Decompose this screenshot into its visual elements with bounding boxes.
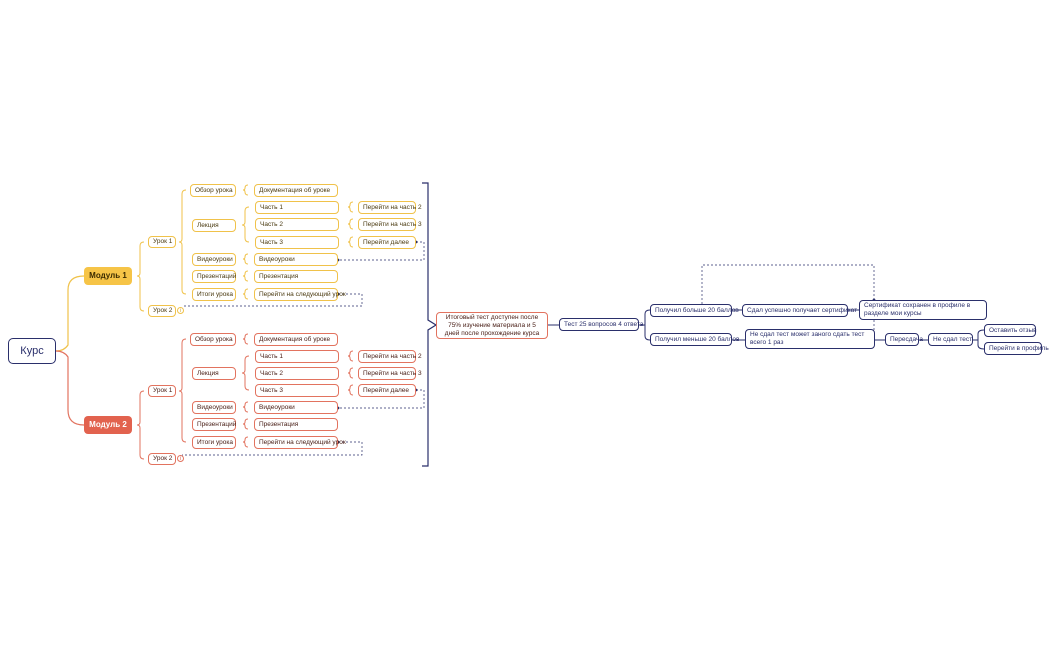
m2-video-item-node[interactable]: Видеоуроки	[254, 401, 338, 414]
failed-to-feedback-line	[973, 329, 985, 341]
failed-test-node[interactable]: Не сдал тест	[928, 333, 973, 346]
m2-part3-node[interactable]: Часть 3	[255, 384, 339, 397]
m1-overview-node[interactable]: Обзор урока	[190, 184, 236, 197]
less-20-node[interactable]: Получил меньше 20 баллов	[650, 333, 739, 346]
m1-part3-node[interactable]: Часть 3	[255, 236, 339, 249]
m1-video-item-node[interactable]: Видеоуроки	[254, 253, 338, 266]
m1-next-link	[338, 241, 425, 261]
retake-node[interactable]: Пересдача	[885, 333, 923, 346]
small-brace	[242, 418, 249, 430]
m2-overview-doc-node[interactable]: Документация об уроке	[254, 333, 338, 346]
small-brace	[347, 218, 354, 230]
m2-part2-node[interactable]: Часть 2	[255, 367, 339, 380]
m2-results-item-node[interactable]: Перейти на следующий урок	[254, 436, 346, 449]
m1-part2-node[interactable]: Часть 2	[255, 218, 339, 231]
format-to-less-line	[639, 324, 651, 341]
m1-presentation-item-node[interactable]: Презентация	[254, 270, 338, 283]
m1-lesson1-node[interactable]: Урок 1	[148, 236, 176, 248]
small-brace	[347, 350, 354, 362]
m2-part-link-3[interactable]: Перейти далее	[358, 384, 416, 397]
m2-presentation-item-node[interactable]: Презентация	[254, 418, 338, 431]
m2-results-node[interactable]: Итоги урока	[192, 436, 236, 449]
module-1-node[interactable]: Модуль 1	[84, 267, 132, 285]
m2-lecture-brace	[241, 355, 250, 391]
m1-next-lesson-link	[182, 293, 363, 307]
m2-part1-node[interactable]: Часть 1	[255, 350, 339, 363]
m1-lesson2-info-icon[interactable]: i	[177, 307, 184, 314]
root-node[interactable]: Курс	[8, 338, 56, 364]
m1-part-link-2[interactable]: Перейти на часть 3	[358, 218, 422, 231]
small-brace	[242, 270, 249, 282]
certificate-loop-link	[701, 264, 875, 304]
m2-lesson2-node[interactable]: Урок 2	[148, 453, 176, 465]
test-format-node[interactable]: Тест 25 вопросов 4 ответа	[559, 318, 643, 331]
m2-video-node[interactable]: Видеоуроки	[192, 401, 236, 414]
m2-presentation-node[interactable]: Презентаций	[192, 418, 236, 431]
leave-feedback-node[interactable]: Оставить отзыв	[984, 324, 1037, 337]
small-brace	[242, 333, 249, 345]
m2-lesson1-brace	[178, 338, 187, 443]
module-2-node[interactable]: Модуль 2	[84, 416, 132, 434]
m2-part-link-2[interactable]: Перейти на часть 3	[358, 367, 422, 380]
small-brace	[347, 367, 354, 379]
passed-certificate-node[interactable]: Сдал успешно получает сертификат	[742, 304, 857, 317]
module1-brace	[136, 241, 145, 312]
small-brace	[347, 384, 354, 396]
m2-overview-node[interactable]: Обзор урока	[190, 333, 236, 346]
m2-lecture-node[interactable]: Лекция	[192, 367, 236, 380]
m2-next-link	[338, 389, 425, 409]
m1-results-item-node[interactable]: Перейти на следующий урок	[254, 288, 346, 301]
m1-lesson2-node[interactable]: Урок 2	[148, 305, 176, 317]
m1-lecture-node[interactable]: Лекция	[192, 219, 236, 232]
m1-presentation-node[interactable]: Презентаций	[192, 270, 236, 283]
m1-part1-node[interactable]: Часть 1	[255, 201, 339, 214]
small-brace	[347, 201, 354, 213]
certificate-saved-node[interactable]: Сертификат сохранен в профиле в разделе …	[859, 300, 987, 320]
m1-video-node[interactable]: Видеоуроки	[192, 253, 236, 266]
m1-overview-doc-node[interactable]: Документация об уроке	[254, 184, 338, 197]
go-to-profile-node[interactable]: Перейти в профиль	[984, 342, 1049, 355]
small-brace	[242, 436, 249, 448]
small-brace	[347, 236, 354, 248]
small-brace	[242, 288, 249, 300]
more-20-node[interactable]: Получил больше 20 баллов	[650, 304, 739, 317]
root-to-module1-line	[55, 275, 85, 352]
small-brace	[242, 401, 249, 413]
m1-results-node[interactable]: Итоги урока	[192, 288, 236, 301]
m2-lesson2-info-icon[interactable]: i	[177, 455, 184, 462]
failed-to-profile-line	[973, 339, 985, 350]
module2-brace	[136, 390, 145, 460]
m1-lesson1-brace	[178, 189, 187, 295]
m1-part-link-1[interactable]: Перейти на часть 2	[358, 201, 422, 214]
final-test-available-node[interactable]: Итоговый тест доступен после 75% изучени…	[436, 312, 548, 339]
m2-next-lesson-link	[182, 441, 363, 456]
format-to-more-line	[639, 309, 651, 326]
m1-part-link-3[interactable]: Перейти далее	[358, 236, 416, 249]
m1-lecture-brace	[241, 206, 250, 243]
m2-lesson1-node[interactable]: Урок 1	[148, 385, 176, 397]
small-brace	[242, 253, 249, 265]
root-to-module2-line	[55, 350, 85, 426]
m2-part-link-1[interactable]: Перейти на часть 2	[358, 350, 422, 363]
small-brace	[242, 184, 249, 196]
retake-info-node[interactable]: Не сдал тест может заного сдать тест все…	[745, 329, 875, 349]
